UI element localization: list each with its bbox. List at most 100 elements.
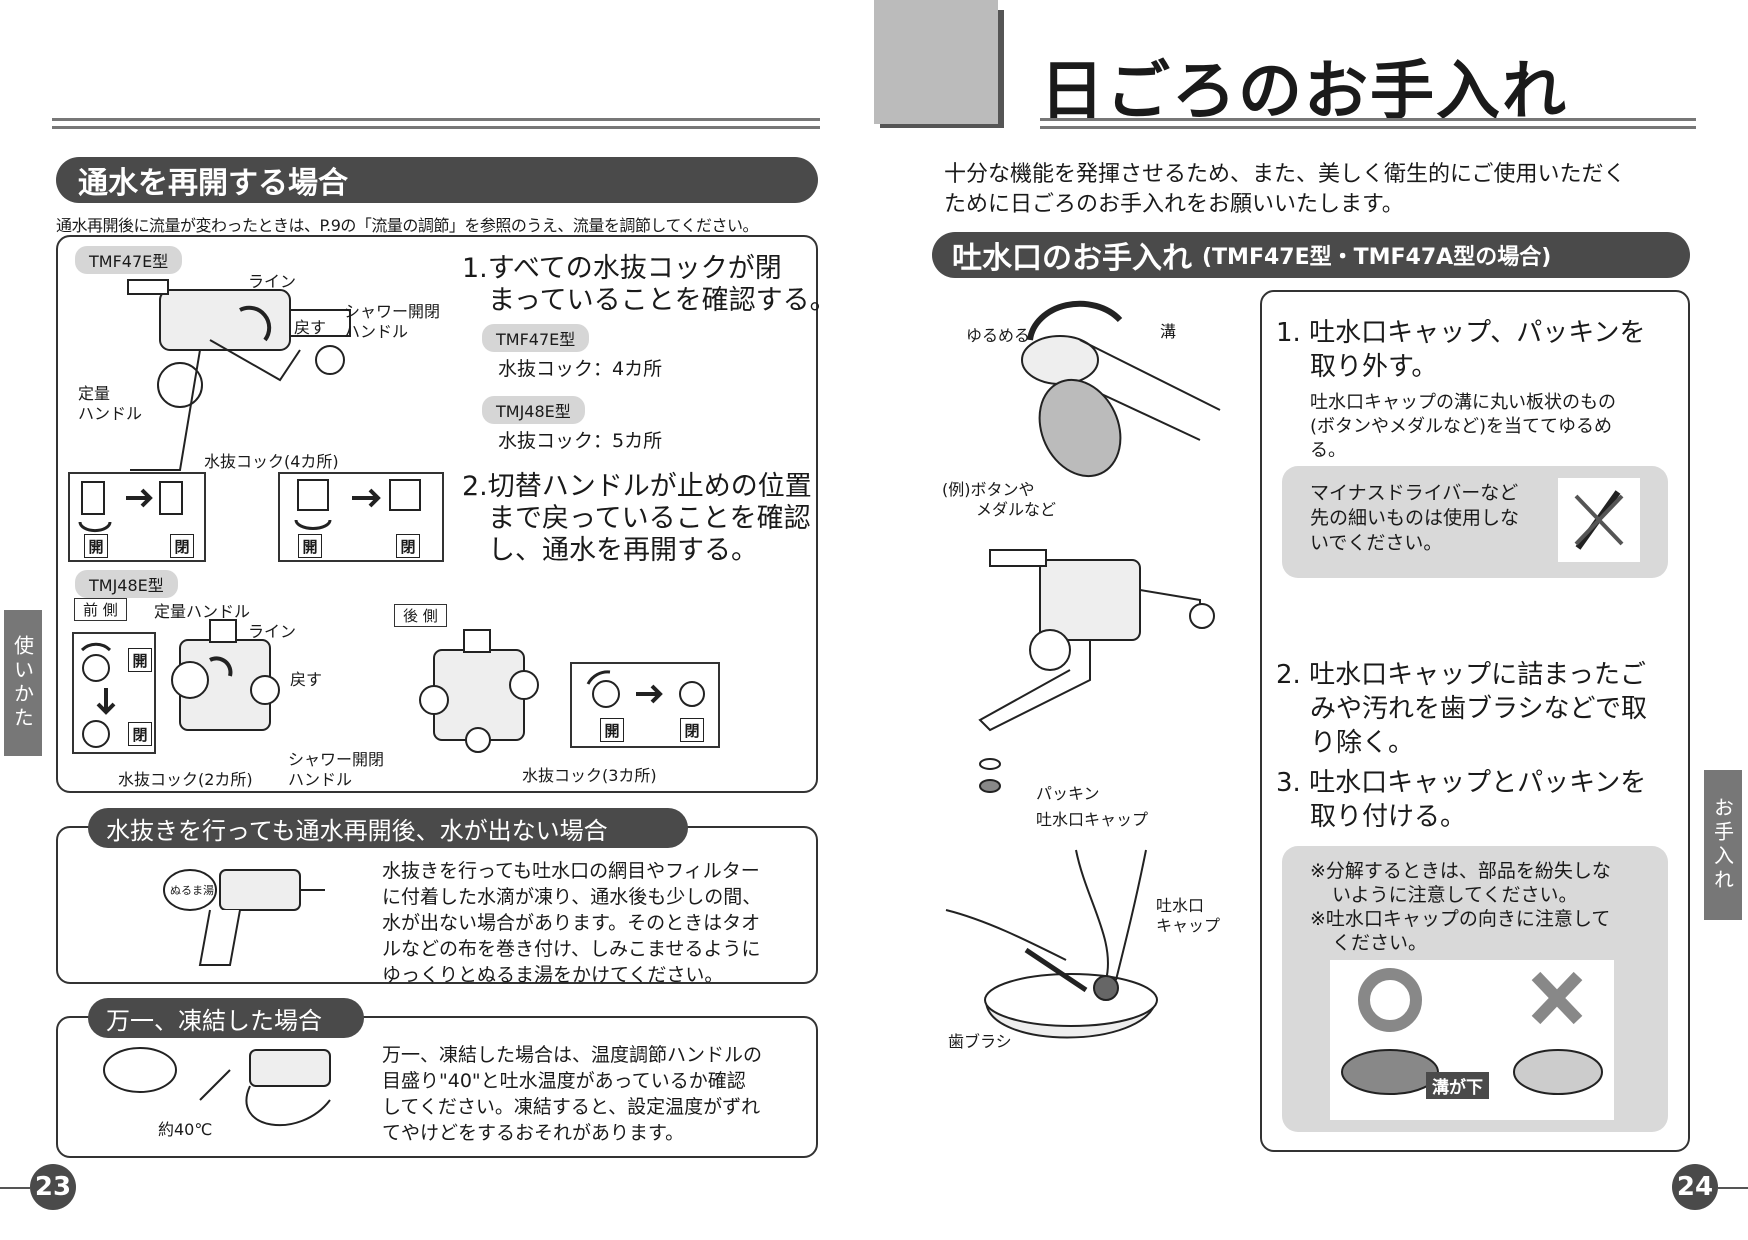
label-fixed-a: 定量 (78, 384, 111, 403)
intro-text: 通水再開後に流量が変わったときは、P.9の「流量の調節」を参照のうえ、流量を調節… (56, 216, 758, 235)
top-rule-left (52, 118, 820, 121)
label-close-4: 閉 (680, 718, 704, 742)
top-rule-left-2 (52, 126, 820, 129)
packing-cap-illustration (979, 758, 1001, 793)
label-return-b: 戻す (290, 670, 323, 689)
spout-step-1-note-1: 吐水口キャップの溝に丸い板状のもの (1310, 392, 1616, 413)
step-1-line1: 1.すべての水抜コックが閉 (462, 253, 782, 284)
no-water-body-2: に付着した水滴が凍り、通水後も少しの間、 (382, 886, 762, 908)
label-cap: 吐水口キャップ (1036, 810, 1149, 829)
no-water-body-5: ゆっくりとぬるま湯をかけてください。 (382, 964, 724, 986)
cock-open-close-2 (294, 479, 421, 530)
spout-step-2-line1: 2. 吐水口キャップに詰まったご (1276, 660, 1647, 690)
right-intro-2: ために日ごろのお手入れをお願いいたします。 (944, 192, 1404, 217)
step-1-line2: まっていることを確認する。 (488, 285, 837, 316)
label-return-a: 戻す (294, 318, 327, 337)
back-cock-arrows (586, 670, 705, 708)
label-open-4: 開 (600, 718, 624, 742)
label-handle-b: ハンドル (288, 770, 353, 789)
label-brush: 歯ブラシ (948, 1032, 1012, 1051)
top-rule-right (1040, 118, 1696, 121)
frozen-body-2: 目盛り"40"と吐水温度があっているか確認 (382, 1070, 746, 1092)
sub-title-no-water-text: 水抜きを行っても通水再開後、水が出ない場合 (106, 816, 608, 845)
model-tag-tmj: TMJ48E型 (75, 570, 178, 598)
caution-3: ※吐水口キャップの向きに注意して (1310, 908, 1611, 930)
label-example-2: メダルなど (976, 500, 1057, 519)
side-tab-care[interactable]: お手入れ (1704, 770, 1742, 920)
side-tab-usage[interactable]: 使いかた (4, 610, 42, 756)
label-open-1: 開 (84, 534, 108, 558)
tmf-drain-count: 水抜コック：4カ所 (498, 358, 663, 380)
model-tag-tmf-2: TMF47E型 (482, 324, 590, 352)
tmf47e-faucet-illustration (127, 279, 351, 471)
label-fixed-handle-a: ハンドル (78, 404, 143, 423)
label-example-1: (例)ボタンや (942, 480, 1035, 499)
page-number-right: 24 (1672, 1164, 1718, 1210)
model-tag-tmj-2: TMJ48E型 (482, 396, 585, 424)
spout-step-1-note-2: (ボタンやメダルなど)を当ててゆるめ (1310, 416, 1613, 437)
temp-label: 約40℃ (158, 1120, 213, 1139)
label-close-3: 閉 (128, 722, 152, 746)
spout-loosen-illustration (1021, 300, 1221, 478)
label-groove: 溝 (1160, 322, 1177, 341)
title-gray-block (874, 0, 998, 124)
label-cap2-a: 吐水口 (1156, 896, 1205, 915)
thermometer-faucet-illustration (103, 1047, 331, 1127)
no-water-body-3: 水が出ない場合があります。そのときはタオ (382, 912, 761, 934)
orientation-diagram: 溝が下 (1330, 960, 1614, 1120)
back-side-tag: 後 側 (394, 604, 447, 627)
caution-2: いように注意してください。 (1332, 884, 1578, 906)
warning-2: 先の細いものは使用しな (1310, 507, 1520, 529)
sub-title-frozen-text: 万一、凍結した場合 (106, 1006, 322, 1035)
section-title-spout-text: 吐水口のお手入れ (952, 241, 1192, 276)
warning-1: マイナスドライバーなど (1310, 482, 1519, 504)
spout-step-1-line1: 1. 吐水口キャップ、パッキンを (1276, 318, 1646, 348)
label-cap2-b: キャップ (1156, 916, 1221, 935)
step-2-line1: 2.切替ハンドルが止めの位置 (462, 471, 812, 502)
label-shower-b: シャワー開閉 (288, 750, 385, 769)
spout-step-1-line2: 取り外す。 (1310, 352, 1438, 382)
tmj48e-back-illustration (419, 629, 539, 753)
label-line-b: ライン (248, 622, 297, 641)
page-title: 日ごろのお手入れ (1040, 55, 1568, 129)
step-2-line2: まで戻っていることを確認 (488, 503, 811, 534)
spout-step-3-line2: 取り付ける。 (1310, 802, 1467, 832)
label-open-2: 開 (298, 534, 322, 558)
tmj48e-front-illustration (171, 619, 280, 731)
top-rule-right-2 (1040, 126, 1696, 129)
page-number-left: 23 (30, 1164, 76, 1210)
kettle-faucet-illustration (163, 869, 325, 966)
section-title-resume: 通水を再開する場合 (56, 157, 818, 203)
label-drain2-b: 水抜コック(2カ所) (118, 770, 253, 789)
brush-cleaning-illustration (945, 849, 1158, 1039)
tmj-drain-count: 水抜コック：5カ所 (498, 430, 663, 452)
step-2-line3: し、通水を再開する。 (488, 535, 758, 566)
label-open-3: 開 (128, 648, 152, 672)
bottom-rule-left (0, 1187, 30, 1189)
frozen-body-1: 万一、凍結した場合は、温度調節ハンドルの (382, 1044, 763, 1066)
label-close-2: 閉 (396, 534, 420, 558)
no-screwdriver-icon (1558, 478, 1640, 562)
cock-open-close-1 (78, 481, 183, 533)
section-title-spout-sub: (TMF47E型・TMF47A型の場合) (1202, 245, 1552, 270)
sub-title-no-water: 水抜きを行っても通水再開後、水が出ない場合 (88, 808, 688, 848)
frozen-body-4: てやけどをするおそれがあります。 (382, 1122, 685, 1144)
frozen-box (56, 1016, 818, 1158)
section-title-text: 通水を再開する場合 (78, 166, 348, 201)
groove-down-label: 溝が下 (1426, 1072, 1489, 1099)
spout-step-2-line2: みや汚れを歯ブラシなどで取 (1310, 694, 1647, 724)
no-water-body-4: ルなどの布を巻き付け、しみこませるように (382, 938, 761, 960)
spout-step-3-line1: 3. 吐水口キャップとパッキンを (1276, 768, 1647, 798)
kettle-label: ぬるま湯 (170, 884, 214, 897)
caution-1: ※分解するときは、部品を紛失しな (1310, 860, 1611, 882)
label-line-a: ライン (248, 272, 297, 291)
spout-faucet-illustration (978, 549, 1215, 732)
frozen-body-3: してください。凍結すると、設定温度がずれ (382, 1096, 761, 1118)
label-packing: パッキン (1036, 784, 1100, 803)
front-cock-arrows (80, 642, 116, 748)
spout-step-2-line3: り除く。 (1310, 728, 1415, 758)
label-close-1: 閉 (170, 534, 194, 558)
label-loosen: ゆるめる (966, 326, 1031, 345)
right-intro-1: 十分な機能を発揮させるため、また、美しく衛生的にご使用いただく (944, 162, 1626, 187)
bottom-rule-right (1718, 1187, 1748, 1189)
